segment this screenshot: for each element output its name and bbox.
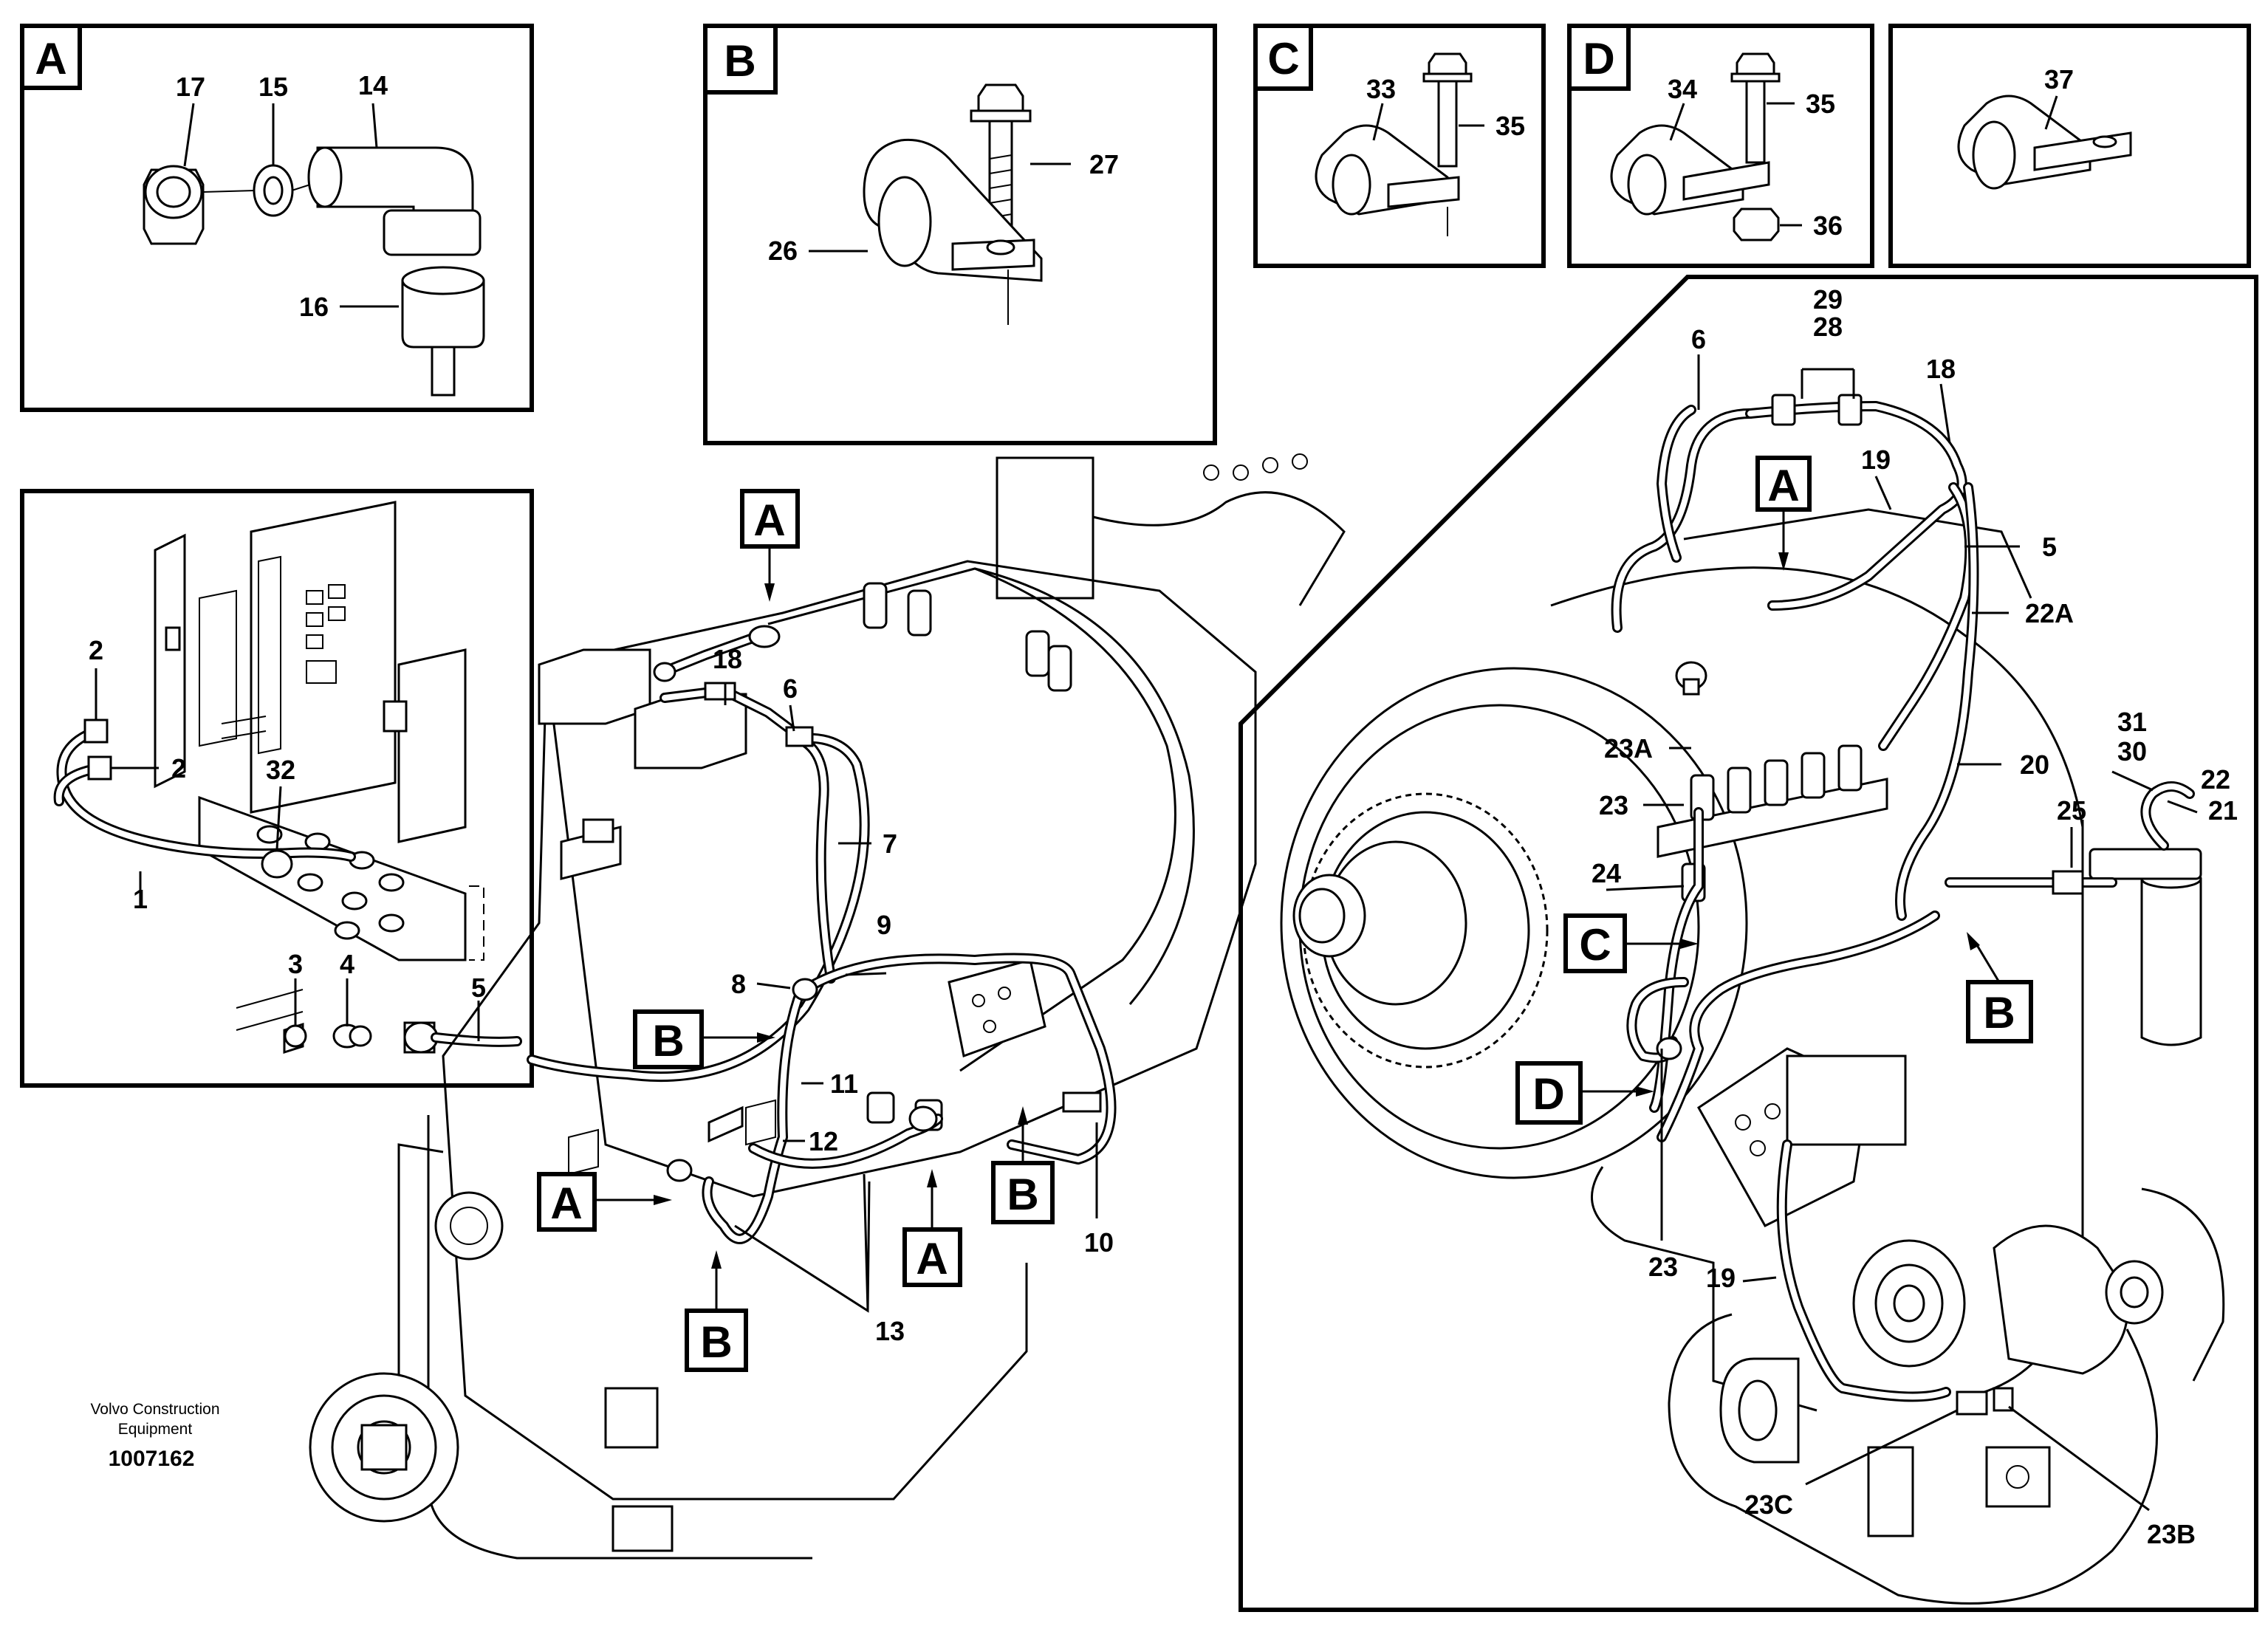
label-main-12: 12 xyxy=(809,1126,838,1156)
label-detail-24: 24 xyxy=(1592,858,1621,888)
callout-main-a-top: A xyxy=(753,495,785,545)
label-detail-23-top: 23 xyxy=(1599,790,1628,820)
label-35-c: 35 xyxy=(1496,111,1525,141)
callout-detail-c: C xyxy=(1579,920,1611,970)
label-detail-21: 21 xyxy=(2208,795,2238,826)
label-detail-22a: 22A xyxy=(2025,598,2074,628)
main-hoses xyxy=(527,625,1117,1244)
part-16-plug xyxy=(401,266,485,397)
label-detail-25: 25 xyxy=(2057,795,2086,826)
label-detail-28: 28 xyxy=(1813,312,1843,342)
label-detail-23-bottom: 23 xyxy=(1648,1252,1678,1282)
inset-b-letter: B xyxy=(724,36,756,86)
detail-view: A C D B xyxy=(1239,275,2258,1612)
control-board xyxy=(154,501,467,843)
label-4: 4 xyxy=(340,949,354,979)
part-36-nut xyxy=(1733,208,1780,241)
solenoid-block xyxy=(1657,661,1907,1227)
main-labels: 18 6 7 9 8 11 12 10 13 xyxy=(713,644,1114,1346)
label-33: 33 xyxy=(1366,74,1396,104)
branding: Volvo Construction Equipment 1007162 xyxy=(90,1401,219,1471)
inset-c: C 33 35 xyxy=(1253,24,1546,268)
inset-e: 37 xyxy=(1888,24,2251,268)
part-26-clamp xyxy=(863,138,1043,282)
part-14-elbow xyxy=(307,146,482,256)
inset-a-letter: A xyxy=(35,34,66,83)
part-35-bolt-c xyxy=(1422,52,1473,168)
label-main-9: 9 xyxy=(877,910,891,940)
label-main-8: 8 xyxy=(731,969,746,999)
flywheel-housing xyxy=(1280,508,2202,1412)
inset-d: D 34 35 36 xyxy=(1567,24,1874,268)
label-2-top: 2 xyxy=(89,635,103,665)
label-5: 5 xyxy=(471,973,486,1003)
label-16: 16 xyxy=(299,292,329,322)
label-main-18: 18 xyxy=(713,644,742,674)
callout-main-b-bottom: B xyxy=(700,1317,732,1367)
company-line-2: Equipment xyxy=(118,1421,193,1438)
detail-hoses xyxy=(1611,394,2195,1416)
label-27: 27 xyxy=(1089,149,1119,179)
harness-cable-1 xyxy=(53,719,356,879)
main-callouts: A A A B B B xyxy=(537,489,1055,1372)
inset-c-letter: C xyxy=(1267,34,1299,83)
inset-b: B 27 26 xyxy=(703,24,1217,445)
label-detail-23a: 23A xyxy=(1604,733,1653,764)
lower-gear-housing xyxy=(1668,1187,2225,1605)
label-35-d: 35 xyxy=(1806,89,1835,119)
label-main-13: 13 xyxy=(875,1316,905,1346)
transmission-housing xyxy=(309,453,1346,1560)
label-detail-6: 6 xyxy=(1691,324,1706,354)
part-33-clamp xyxy=(1315,124,1460,216)
label-14: 14 xyxy=(358,70,388,100)
part-37-clamp xyxy=(1957,95,2132,190)
label-detail-23c: 23C xyxy=(1744,1489,1793,1520)
label-detail-20: 20 xyxy=(2020,750,2049,780)
label-3: 3 xyxy=(288,949,303,979)
callout-main-b-left: B xyxy=(652,1016,684,1066)
callout-detail-d: D xyxy=(1532,1069,1564,1119)
label-detail-31: 31 xyxy=(2117,707,2147,737)
label-main-6: 6 xyxy=(783,673,798,704)
main-transmission-view: A A A B B B xyxy=(309,453,1346,1560)
bracket-plate xyxy=(198,795,484,961)
label-detail-22: 22 xyxy=(2201,764,2230,795)
inset-d-letter: D xyxy=(1583,34,1614,83)
label-15: 15 xyxy=(258,72,288,102)
callout-main-a-bottom: A xyxy=(916,1234,948,1283)
label-37: 37 xyxy=(2044,64,2074,95)
company-line-1: Volvo Construction xyxy=(90,1401,219,1418)
part-34-clamp xyxy=(1610,124,1770,216)
callout-main-b-right: B xyxy=(1007,1170,1038,1219)
part-35-bolt-d xyxy=(1730,52,1781,164)
label-detail-19-bottom: 19 xyxy=(1706,1263,1736,1293)
detail-callouts: A C D B xyxy=(1515,456,2033,1125)
label-main-11: 11 xyxy=(830,1069,858,1099)
inset-harness: 2 2 32 1 3 4 5 xyxy=(20,489,534,1088)
part-17-nut xyxy=(143,165,205,245)
label-detail-29: 29 xyxy=(1813,284,1843,315)
detail-labels: 6 29 28 18 19 5 22A 23A 23 24 20 31 30 2… xyxy=(1592,284,2238,1549)
label-main-7: 7 xyxy=(883,829,897,859)
drawing-number: 1007162 xyxy=(109,1447,195,1471)
callout-detail-a: A xyxy=(1767,461,1799,510)
callout-main-a-left: A xyxy=(550,1179,582,1228)
label-17: 17 xyxy=(176,72,205,102)
label-detail-19-top: 19 xyxy=(1861,445,1891,475)
part-15-washer xyxy=(253,164,294,217)
label-main-10: 10 xyxy=(1084,1227,1114,1258)
label-2-bottom: 2 xyxy=(171,753,186,783)
label-detail-30: 30 xyxy=(2117,736,2147,767)
label-32: 32 xyxy=(266,755,295,785)
label-1: 1 xyxy=(133,884,148,914)
label-34: 34 xyxy=(1668,74,1697,104)
label-detail-18: 18 xyxy=(1926,354,1956,384)
label-detail-23b: 23B xyxy=(2147,1519,2196,1549)
label-36: 36 xyxy=(1813,210,1843,241)
callout-detail-b: B xyxy=(1983,988,2015,1038)
inset-a: A 17 15 14 16 xyxy=(20,24,534,412)
label-26: 26 xyxy=(768,236,798,266)
label-detail-5: 5 xyxy=(2042,532,2057,562)
